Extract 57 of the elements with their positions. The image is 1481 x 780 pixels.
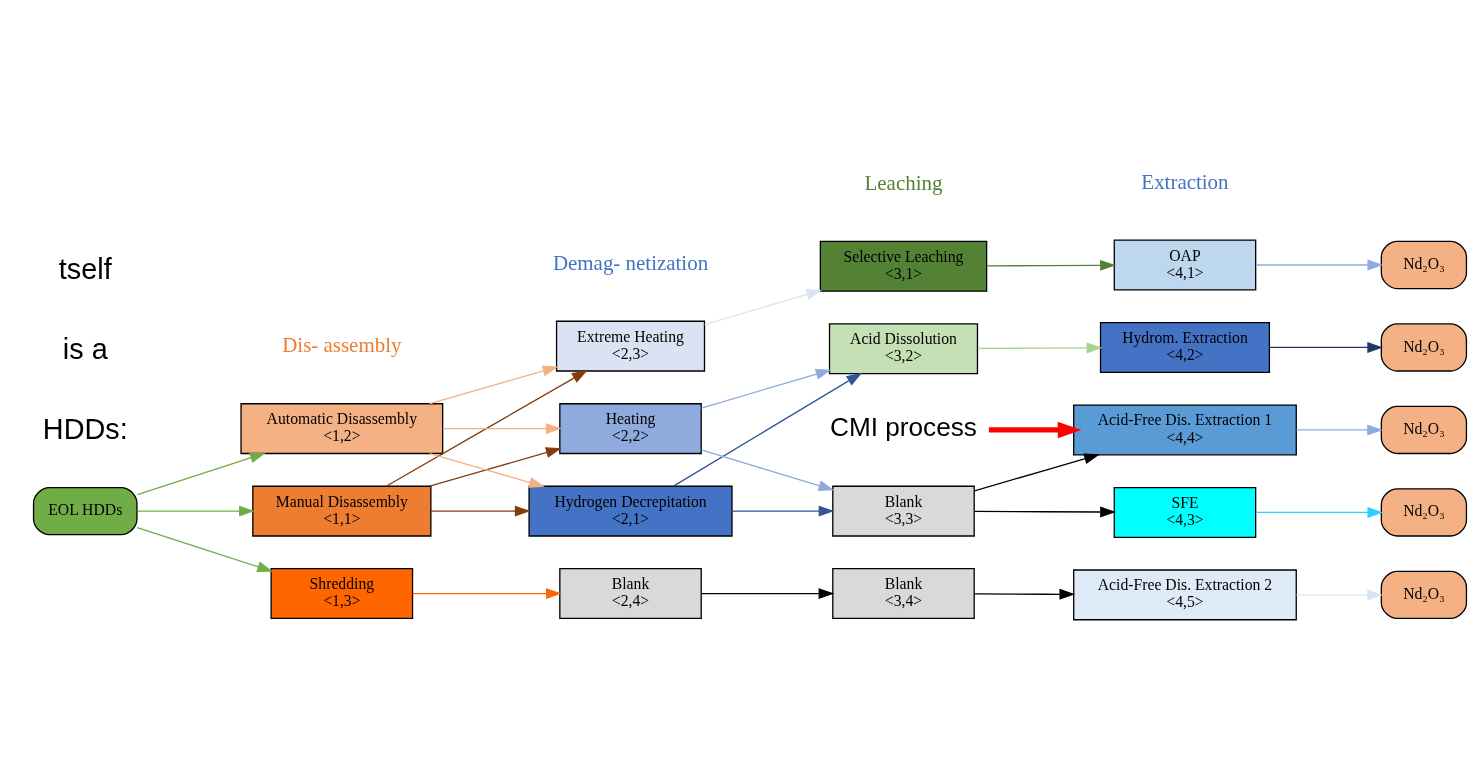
node-box: Hydrom. Extraction <4,2> xyxy=(1099,321,1271,373)
arrow xyxy=(700,588,835,600)
arrow xyxy=(442,423,562,435)
node-box: Nd₂O₃ xyxy=(1380,570,1468,620)
arrow xyxy=(973,453,1100,492)
label: Dis- assembly xyxy=(282,333,402,358)
arrow xyxy=(973,506,1116,518)
node-box: Acid-Free Dis. Extraction 2 <4,5> xyxy=(1073,569,1297,621)
arrow xyxy=(731,505,835,517)
node-text: CMI process xyxy=(830,412,977,443)
node-box: Nd₂O₃ xyxy=(1380,405,1468,455)
node-box: Extreme Heating <2,3> xyxy=(555,320,706,372)
arrow xyxy=(430,505,531,517)
node-box: Manual Disassembly <1,1> xyxy=(252,485,432,537)
arrow xyxy=(1268,341,1384,353)
node-box: Shredding <1,3> xyxy=(270,568,414,620)
node-box: OAP <4,1> xyxy=(1113,239,1257,291)
arrow xyxy=(977,342,1103,354)
node-box: Acid-Free Dis. Extraction 1 <4,4> xyxy=(1073,404,1297,456)
arrow xyxy=(385,370,588,487)
arrow xyxy=(988,421,1082,439)
node-box: Nd₂O₃ xyxy=(1380,240,1468,290)
arrow xyxy=(136,452,266,496)
arrow xyxy=(136,505,255,517)
label: Demag- netization xyxy=(552,250,709,275)
arrow xyxy=(1295,424,1383,436)
arrow xyxy=(986,259,1116,271)
node-box: SFE <4,3> xyxy=(1113,486,1257,538)
arrow xyxy=(973,588,1076,600)
arrow xyxy=(136,526,273,572)
arrow xyxy=(1255,506,1384,518)
label: Extraction xyxy=(1141,169,1229,194)
label: is a xyxy=(62,332,108,365)
node-box: Heating <2,2> xyxy=(559,403,702,455)
arrow xyxy=(429,447,562,487)
node-box: Nd₂O₃ xyxy=(1380,488,1468,537)
node-box: Automatic Disassembly <1,2> xyxy=(240,403,444,455)
node-box: Hydrogen Decrepitation <2,1> xyxy=(528,485,733,537)
arrow xyxy=(412,588,562,600)
arrow xyxy=(700,368,832,409)
node-box: Blank <3,4> xyxy=(832,568,975,620)
node-box: Nd₂O₃ xyxy=(1380,323,1468,372)
arrow xyxy=(672,372,863,487)
arrow xyxy=(1295,589,1383,601)
node-box: Blank <2,4> xyxy=(559,568,702,620)
node-box: Acid Dissolution <3,2> xyxy=(828,323,979,375)
label: tself xyxy=(58,252,112,285)
arrow xyxy=(429,365,559,405)
arrow xyxy=(1255,259,1384,271)
arrow xyxy=(700,449,835,492)
label: Leaching xyxy=(864,171,943,196)
arrow xyxy=(704,289,823,326)
node-box: Blank <3,3> xyxy=(832,485,975,537)
node-box: EOL HDDs xyxy=(32,486,138,536)
label: HDDs: xyxy=(42,412,128,445)
arrow xyxy=(429,452,545,488)
node-box: Selective Leaching <3,1> xyxy=(819,240,988,292)
